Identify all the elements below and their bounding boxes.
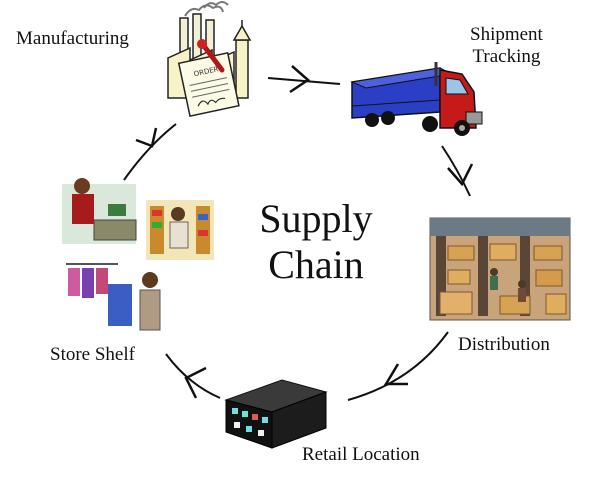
retail-building-icon [224,379,328,449]
arrow-manufacturing-to-shipment [267,65,341,94]
label-distribution: Distribution [458,334,550,355]
label-store-shelf: Store Shelf [50,344,135,365]
factory-icon: ORDER [167,1,252,117]
arrow-distribution-to-retail [347,331,449,401]
warehouse-icon [429,217,571,321]
cashier-icon [62,178,137,244]
center-title-line1: Supply [259,196,373,241]
label-shipment-tracking: Shipment Tracking [470,24,543,68]
label-shipment-line2: Tracking [472,45,541,67]
center-title: Supply Chain [236,196,396,288]
label-shipment-line1: Shipment [470,24,543,45]
shopper-shelf-icon [146,200,214,260]
center-title-line2: Chain [268,242,364,287]
truck-icon [350,62,483,136]
arrow-store-shelf-to-manufacturing [123,123,177,181]
arrow-retail-to-store-shelf [165,353,221,399]
label-manufacturing: Manufacturing [16,28,129,49]
clothing-rack-icon [66,263,161,331]
arrow-shipment-to-distribution [441,145,474,197]
label-retail-location: Retail Location [302,444,420,465]
